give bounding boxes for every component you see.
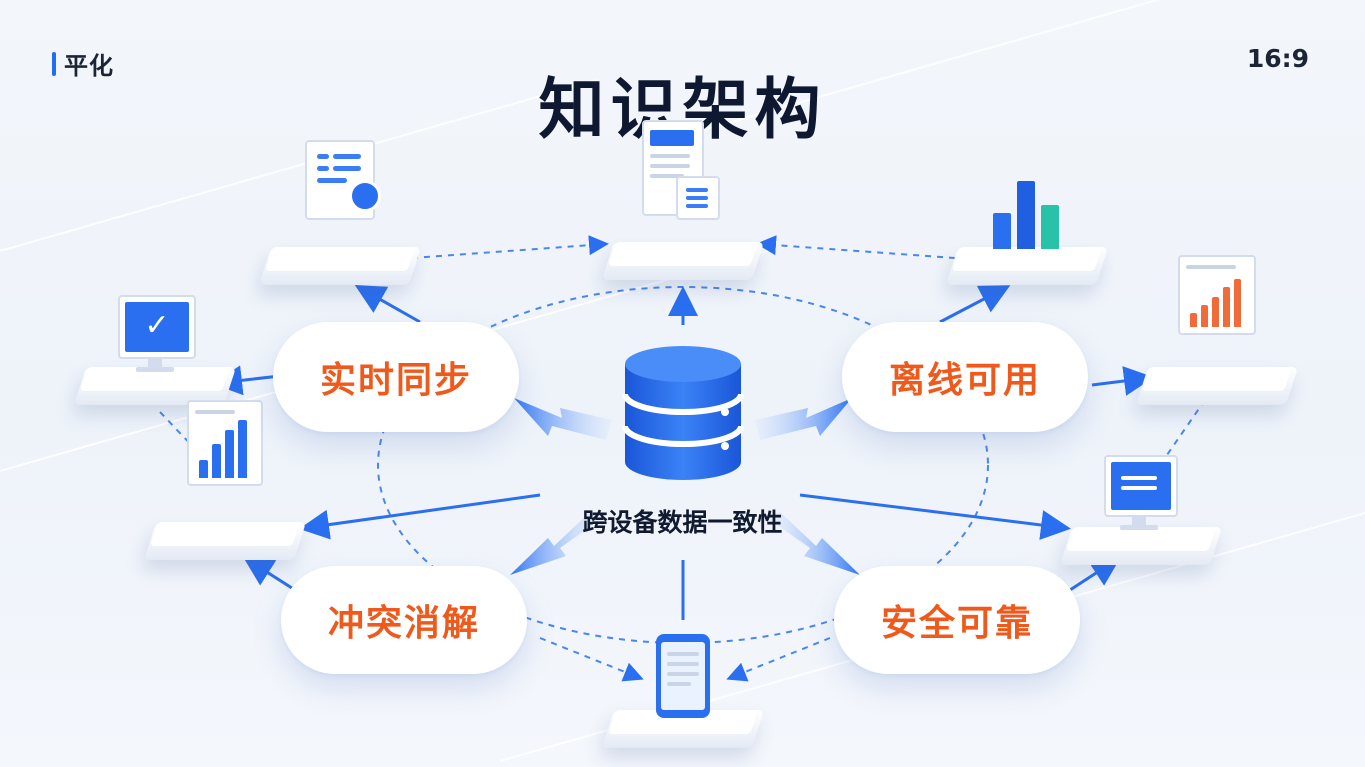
feature-realtime-sync: 实时同步	[273, 322, 519, 432]
laptop-bars-icon	[187, 400, 263, 486]
database-icon	[622, 346, 744, 480]
brand-accent-bar	[52, 51, 56, 76]
aspect-ratio-label: 16:9	[1246, 44, 1309, 73]
center-caption: 跨设备数据一致性	[582, 508, 783, 537]
solid-link	[354, 285, 421, 324]
feature-secure-reliable: 安全可靠	[834, 566, 1080, 674]
dashed-link	[756, 235, 956, 259]
brand: 平化	[52, 46, 114, 81]
device-certificate	[258, 140, 422, 285]
solid-link	[299, 493, 541, 540]
device-monitor-check: ✓	[73, 285, 237, 405]
feature-offline-available: 离线可用	[842, 322, 1088, 432]
device-bar-chart	[945, 170, 1109, 285]
thick-arrow	[770, 512, 860, 575]
thick-arrow	[755, 398, 852, 440]
dashed-link	[539, 637, 644, 682]
device-phone	[601, 620, 765, 748]
dashed-link	[726, 637, 831, 682]
bar-chart-icon	[987, 175, 1067, 255]
solid-link	[242, 556, 296, 592]
device-laptop-chart	[1135, 255, 1299, 405]
device-laptop-bars	[143, 400, 307, 560]
solid-link	[939, 285, 1011, 324]
device-documents	[601, 120, 765, 280]
thick-arrow	[510, 512, 600, 575]
desktop-icon	[1104, 455, 1178, 535]
solid-link	[1069, 556, 1122, 592]
dashed-link	[1159, 399, 1206, 466]
documents-icon	[642, 120, 720, 220]
solid-link	[799, 493, 1071, 540]
brand-label: 平化	[64, 52, 114, 80]
phone-icon	[656, 634, 710, 718]
thick-arrow	[514, 398, 612, 440]
feature-conflict-resolution: 冲突消解	[281, 566, 527, 674]
certificate-icon	[305, 140, 381, 220]
monitor-check-icon: ✓	[118, 295, 196, 375]
solid-link	[1091, 366, 1154, 396]
dashed-link	[411, 235, 609, 259]
laptop-chart-icon	[1178, 255, 1256, 335]
device-desktop	[1059, 440, 1223, 565]
